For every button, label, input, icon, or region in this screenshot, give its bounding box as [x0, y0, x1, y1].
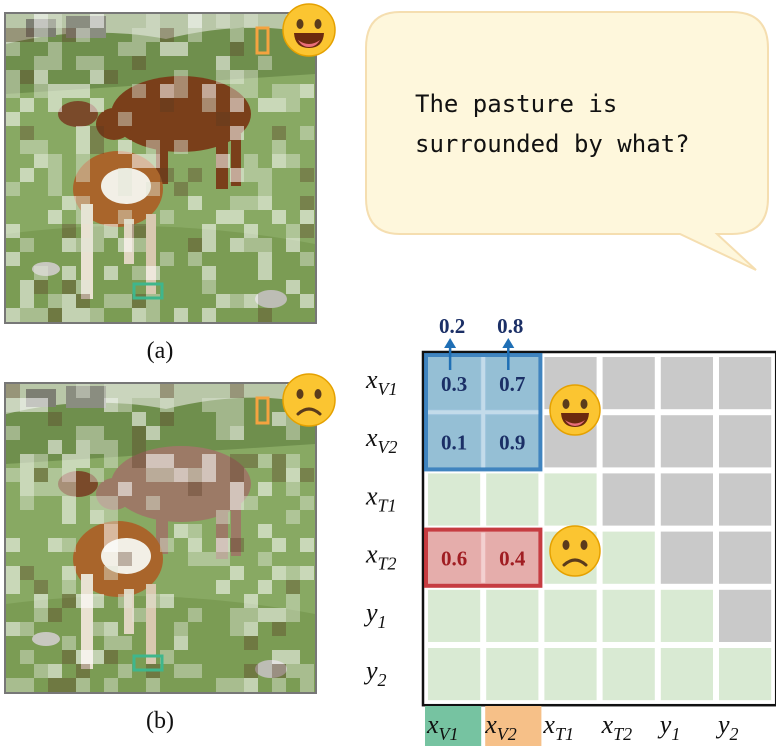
col-label: y1 [657, 710, 681, 744]
highlight-box-green [132, 282, 164, 300]
highlight-box-orange [255, 396, 270, 425]
updated-value: 0.2 [439, 314, 465, 338]
attention-value: 0.4 [499, 547, 526, 571]
row-label: xT1 [365, 481, 397, 515]
matrix-cell-attended [602, 648, 655, 701]
col-label: xV1 [426, 710, 459, 744]
smiling-face-icon [282, 3, 336, 57]
col-label-highlight [425, 706, 482, 746]
matrix-cell-attended [544, 648, 597, 701]
cow-distant [58, 101, 98, 127]
row-label: xV1 [365, 365, 398, 399]
row-label: y1 [363, 598, 387, 632]
matrix-cell-attended [428, 589, 481, 642]
matrix-cell-masked [660, 415, 713, 468]
arrow-head-icon [444, 338, 457, 348]
caption-b: (b) [146, 708, 174, 734]
highlight-box-orange [255, 26, 270, 55]
cows-pasture-scene [6, 384, 315, 692]
matrix-cell-attended [602, 531, 655, 584]
matrix-cell-masked [719, 415, 772, 468]
matrix-cell-masked [660, 531, 713, 584]
photo-b-masked-image [4, 382, 317, 694]
attention-value: 0.9 [499, 430, 525, 454]
matrix-cell-attended [428, 648, 481, 701]
matrix-cell-attended [719, 648, 772, 701]
col-label: y2 [715, 710, 739, 744]
matrix-cell-attended [660, 648, 713, 701]
cows-pasture-scene [6, 14, 315, 322]
matrix-cell-attended [660, 589, 713, 642]
attention-value: 0.1 [441, 430, 467, 454]
caption-a: (a) [146, 338, 174, 364]
matrix-cell-attended [544, 589, 597, 642]
attention-value: 0.7 [499, 372, 525, 396]
matrix-cell-masked [719, 531, 772, 584]
matrix-cell-masked [719, 473, 772, 526]
matrix-cell-attended [486, 589, 539, 642]
attention-value: 0.6 [441, 547, 467, 571]
matrix-cell-masked [602, 415, 655, 468]
highlight-box-green [132, 654, 164, 672]
matrix-cell-masked [719, 357, 772, 410]
matrix-cell-masked [602, 473, 655, 526]
matrix-cell-attended [428, 473, 481, 526]
speech-bubble [365, 11, 769, 271]
arrow-head-icon [502, 338, 515, 348]
col-label: xT2 [601, 710, 633, 744]
question-text: The pasture is surrounded by what? [415, 90, 690, 158]
updated-value: 0.8 [497, 314, 523, 338]
matrix-cell-masked [660, 473, 713, 526]
row-label: xT2 [365, 540, 397, 574]
matrix-cell-attended [544, 473, 597, 526]
matrix-cell-masked [719, 589, 772, 642]
frowning-face-icon [282, 373, 336, 427]
attention-value: 0.3 [441, 372, 467, 396]
col-label: xT1 [542, 710, 574, 744]
smiling-face-icon [549, 384, 601, 436]
matrix-cell-masked [660, 357, 713, 410]
matrix-cell-attended [486, 648, 539, 701]
col-label-highlight [485, 706, 542, 746]
frowning-face-icon [549, 525, 601, 577]
row-label: y2 [363, 656, 387, 690]
row-label: xV2 [365, 423, 398, 457]
matrix-cell-attended [486, 473, 539, 526]
matrix-cell-attended [602, 589, 655, 642]
photo-a-masked-image [4, 12, 317, 324]
col-label: xV2 [484, 710, 517, 744]
matrix-cell-masked [602, 357, 655, 410]
